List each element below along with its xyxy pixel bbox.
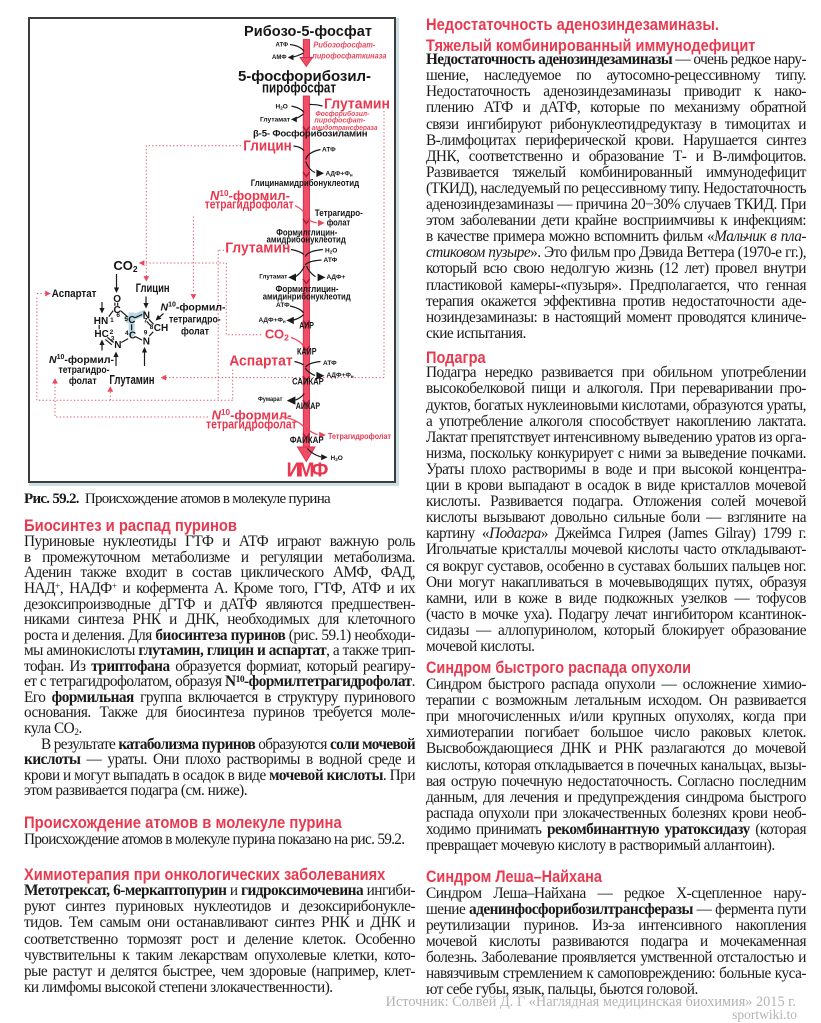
svg-text:2: 2: [110, 329, 114, 336]
svg-text:тетрагидрофолат: тетрагидрофолат: [206, 417, 297, 432]
svg-text:Н2О: Н2О: [276, 104, 288, 111]
svg-text:АТФ: АТФ: [323, 360, 337, 367]
svg-text:CH: CH: [154, 323, 168, 334]
svg-text:8: 8: [150, 324, 154, 331]
svg-text:3: 3: [111, 335, 115, 342]
svg-text:АДФ+Фн: АДФ+Фн: [327, 372, 354, 379]
svg-text:АМФ: АМФ: [272, 55, 286, 61]
svg-text:АТФ: АТФ: [276, 42, 289, 48]
svg-text:C: C: [129, 331, 136, 342]
svg-text:Тетрагидро-: Тетрагидро-: [315, 208, 363, 218]
svg-text:фолат: фолат: [181, 326, 209, 338]
svg-text:Аспартат: Аспартат: [52, 288, 97, 300]
svg-text:Фумарат: Фумарат: [258, 396, 282, 403]
svg-text:амидрибонуклеотид: амидрибонуклеотид: [267, 235, 346, 246]
svg-text:4: 4: [125, 330, 129, 337]
svg-text:Формилглицин-: Формилглицин-: [276, 284, 339, 295]
svg-text:амидотрансфераза: амидотрансфераза: [312, 123, 378, 132]
svg-text:АТФ: АТФ: [322, 147, 336, 154]
svg-text:САИКАР: САИКАР: [292, 377, 324, 387]
svg-text:амидинрибонуклеотид: амидинрибонуклеотид: [263, 291, 351, 302]
svg-text:CO2: CO2: [113, 258, 137, 274]
svg-text:КАИР: КАИР: [297, 346, 317, 356]
svg-text:СО2: СО2: [265, 327, 289, 343]
svg-text:АТФ: АТФ: [324, 257, 338, 264]
svg-text:тетрагидро-: тетрагидро-: [59, 364, 110, 376]
svg-text:Глицин: Глицин: [243, 138, 291, 155]
svg-text:N10-формил-: N10-формил-: [161, 302, 227, 314]
svg-text:5-фосфорибозил-: 5-фосфорибозил-: [238, 68, 371, 85]
svg-text:АИР: АИР: [299, 321, 314, 331]
svg-text:N: N: [143, 311, 150, 322]
svg-text:7: 7: [144, 318, 148, 325]
svg-text:Глутамат: Глутамат: [260, 117, 290, 124]
svg-text:9: 9: [144, 329, 148, 336]
svg-text:N: N: [114, 340, 121, 351]
svg-text:5: 5: [124, 316, 128, 323]
svg-text:Формилглицин-: Формилглицин-: [276, 228, 337, 239]
svg-text:Тетрагидрофолат: Тетрагидрофолат: [328, 431, 391, 441]
svg-text:АТФ: АТФ: [276, 302, 290, 309]
svg-text:Рибозо-5-фосфат: Рибозо-5-фосфат: [244, 24, 372, 40]
svg-text:пирофосфат-: пирофосфат-: [314, 115, 365, 124]
svg-text:Н2О: Н2О: [331, 455, 343, 462]
svg-text:Глицинамидрибонуклеотид: Глицинамидрибонуклеотид: [251, 178, 359, 189]
svg-text:Глицин: Глицин: [136, 281, 170, 295]
svg-text:ФАИКАР: ФАИКАР: [290, 435, 324, 445]
svg-text:O: O: [113, 294, 121, 305]
svg-text:АДФ+Фн: АДФ+Фн: [259, 317, 286, 324]
svg-text:N10-формил-: N10-формил-: [212, 407, 292, 422]
svg-text:пирофосфат: пирофосфат: [262, 80, 336, 97]
svg-text:1: 1: [110, 317, 114, 324]
svg-text:HN: HN: [94, 316, 108, 327]
svg-text:фолат: фолат: [69, 375, 97, 387]
svg-text:N: N: [143, 336, 150, 347]
svg-text:ИМФ: ИМФ: [287, 460, 329, 482]
svg-text:тетрагидро-: тетрагидро-: [169, 314, 221, 326]
svg-text:пирофосфаткиназа: пирофосфаткиназа: [312, 51, 386, 61]
svg-text:β-5- Фосфорибозиламин: β-5- Фосфорибозиламин: [253, 129, 368, 140]
svg-text:Глутамат: Глутамат: [259, 274, 287, 281]
svg-text:Глутамин: Глутамин: [109, 373, 154, 387]
svg-text:тетрагидрофолат: тетрагидрофолат: [205, 197, 294, 212]
svg-text:Н2О: Н2О: [325, 247, 337, 254]
svg-text:АИКАР: АИКАР: [296, 401, 320, 411]
svg-text:C: C: [128, 315, 135, 326]
svg-text:C: C: [114, 305, 121, 316]
svg-text:Глутамин: Глутамин: [225, 241, 290, 257]
svg-text:HC: HC: [94, 329, 108, 340]
svg-text:фолат: фолат: [327, 218, 351, 228]
svg-text:Рибозофосфат-: Рибозофосфат-: [313, 40, 375, 50]
svg-text:АДФ+Фн: АДФ+Фн: [326, 171, 353, 178]
svg-text:N10-формил-: N10-формил-: [210, 188, 290, 203]
svg-text:Фосфорибозил-: Фосфорибозил-: [315, 109, 369, 118]
svg-text:Глутамин: Глутамин: [324, 96, 390, 112]
svg-text:АДФ+: АДФ+: [327, 274, 346, 281]
svg-text:6: 6: [116, 312, 120, 319]
svg-text:N10-формил-: N10-формил-: [49, 354, 115, 366]
svg-text:Аспартат: Аспартат: [229, 354, 293, 370]
